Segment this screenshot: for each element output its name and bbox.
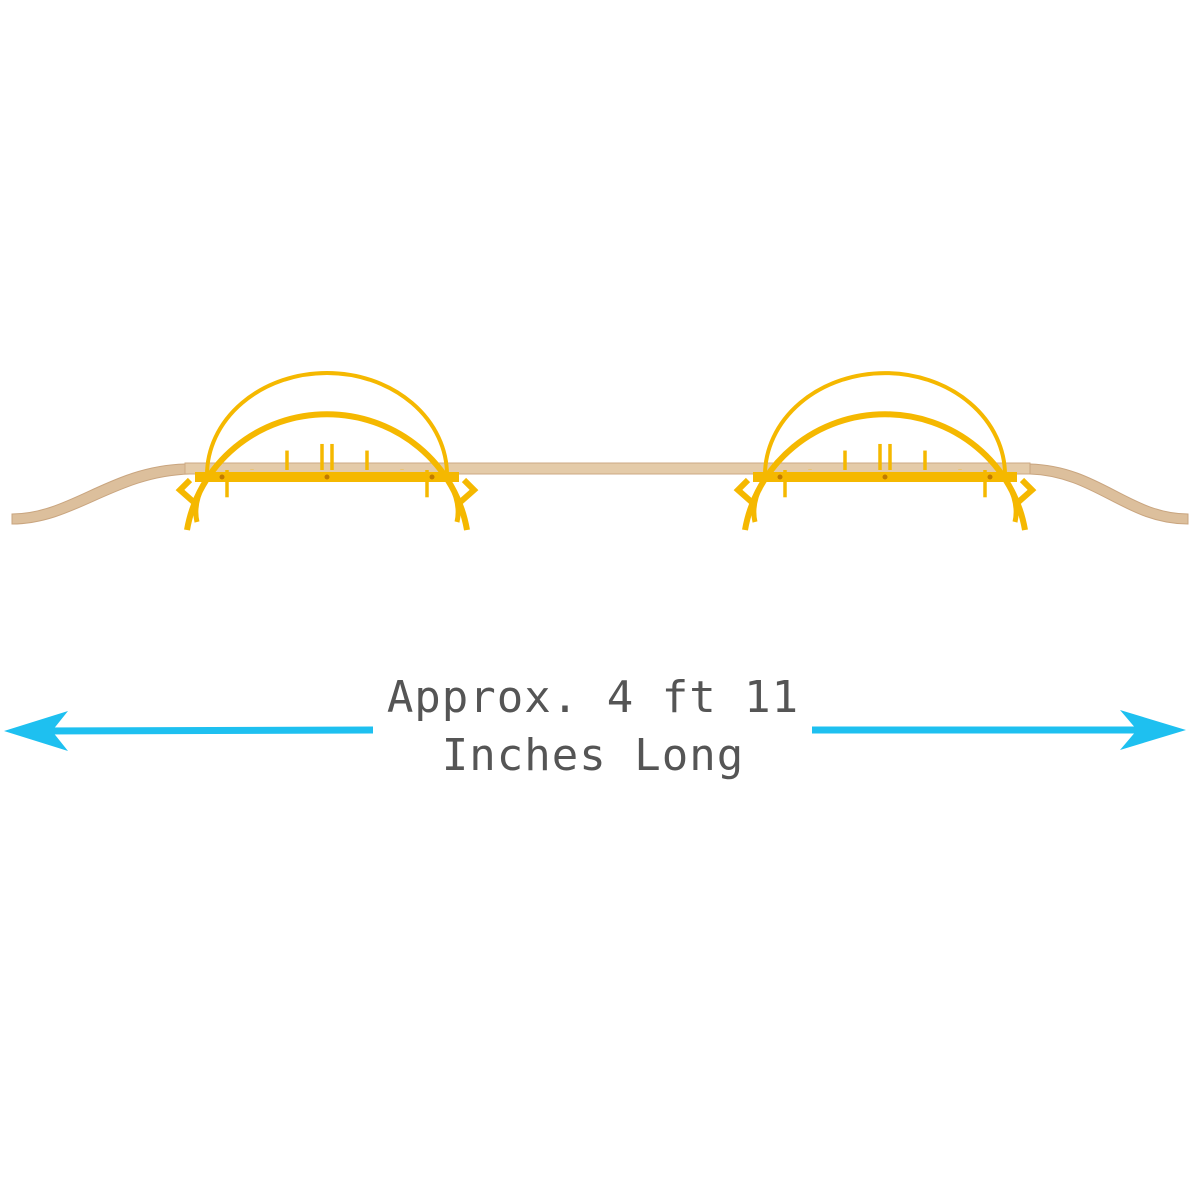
inner-arch (205, 371, 449, 476)
support-leg (193, 483, 206, 523)
wooden-track (11, 462, 1189, 525)
support-leg (175, 477, 199, 508)
bolt (429, 474, 435, 480)
double-arrow-icon (4, 710, 1186, 751)
inner-arch (763, 371, 1007, 476)
support-leg (1013, 477, 1037, 508)
support-leg (1006, 483, 1019, 523)
bolt (324, 474, 330, 480)
left-arch-bridge (175, 371, 479, 531)
support-leg (733, 477, 757, 508)
right-ramp-track (1029, 463, 1189, 525)
bolt (987, 474, 993, 480)
left-ramp-track (11, 463, 191, 525)
bolt (882, 474, 888, 480)
length-caption-line-2: Inches Long (441, 730, 745, 781)
bolt (777, 474, 783, 480)
length-caption-line-1: Approx. 4 ft 11 (386, 672, 800, 723)
support-leg (455, 477, 479, 508)
bolt (219, 474, 225, 480)
support-leg (751, 483, 764, 523)
right-arch-bridge (733, 371, 1037, 531)
support-leg (448, 483, 461, 523)
